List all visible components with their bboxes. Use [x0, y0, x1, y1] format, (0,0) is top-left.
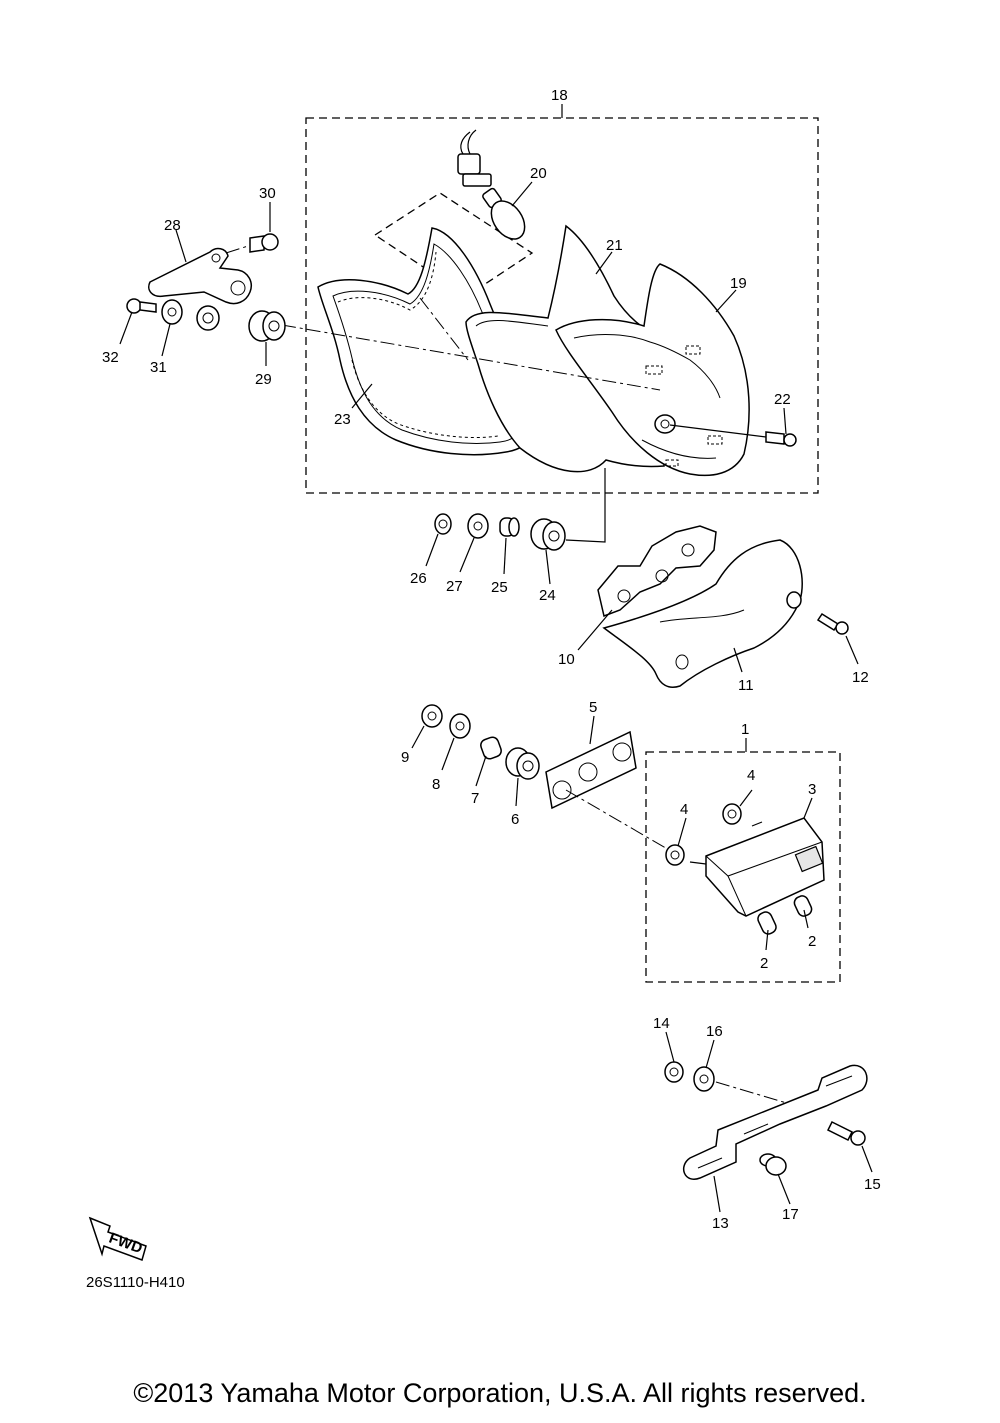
callout-6: 6: [511, 811, 519, 828]
callout-26: 26: [410, 570, 427, 587]
nut-4: [665, 803, 742, 866]
callout-4b: 4: [680, 801, 688, 818]
callout-22: 22: [774, 391, 791, 408]
copyright-notice: ©2013 Yamaha Motor Corporation, U.S.A. A…: [133, 1378, 867, 1408]
callout-15: 15: [864, 1176, 881, 1193]
callout-31: 31: [150, 359, 167, 376]
callout-labels: 1 2 2 3 4 4 5 6 7 8 9 10 11 12 13 14 15 …: [102, 87, 881, 1232]
callout-17: 17: [782, 1206, 799, 1223]
callout-29: 29: [255, 371, 272, 388]
callout-20: 20: [530, 165, 547, 182]
callout-2a: 2: [808, 933, 816, 950]
callout-19: 19: [730, 275, 747, 292]
callout-11: 11: [738, 677, 754, 694]
screw-22: [669, 424, 797, 447]
nut-14: [664, 1061, 684, 1083]
bulb-20: [482, 187, 526, 240]
callout-9: 9: [401, 749, 409, 766]
callout-12: 12: [852, 669, 869, 686]
leader-lines: [119, 181, 873, 1213]
callout-5: 5: [589, 699, 597, 716]
callout-2b: 2: [760, 955, 768, 972]
bolt-30: [225, 233, 279, 254]
callout-1: 1: [741, 721, 749, 738]
bulb-2: [757, 895, 813, 935]
washer-16: [693, 1066, 715, 1092]
fwd-arrow-icon: FWD: [88, 1216, 147, 1261]
washer-31: [161, 299, 183, 325]
plug-17: [759, 1153, 787, 1176]
bracket-28: [148, 247, 252, 305]
grommet-6: [505, 747, 540, 780]
nut-9: [421, 704, 443, 728]
callout-23: 23: [334, 411, 351, 428]
callout-28: 28: [164, 217, 181, 234]
washer-8: [449, 713, 471, 739]
callout-3: 3: [808, 781, 816, 798]
callout-16: 16: [706, 1023, 723, 1040]
callout-13: 13: [712, 1215, 729, 1232]
callout-32: 32: [102, 349, 119, 366]
collar-7: [480, 736, 502, 760]
light-3: [689, 817, 825, 917]
bulb-socket: [457, 129, 492, 187]
callout-27: 27: [446, 578, 463, 595]
assembly-18-box: [305, 117, 819, 494]
screw-12: [816, 612, 849, 635]
callout-18: 18: [551, 87, 568, 104]
callout-8: 8: [432, 776, 440, 793]
callout-21: 21: [606, 237, 623, 254]
grommet-29: [196, 305, 286, 342]
spacer-row-24-27: [434, 468, 606, 551]
callout-7: 7: [471, 790, 479, 807]
callout-24: 24: [539, 587, 556, 604]
callout-14: 14: [653, 1015, 670, 1032]
callout-25: 25: [491, 579, 508, 596]
bracket-13: [682, 1064, 868, 1180]
plate-5: [545, 730, 637, 810]
bolt-15: [826, 1120, 866, 1146]
assembly-1-box: [645, 751, 841, 983]
callout-30: 30: [259, 185, 276, 202]
bracket-10: [597, 525, 717, 618]
bolt-32: [126, 298, 157, 314]
callout-10: 10: [558, 651, 575, 668]
cover-11: [602, 539, 803, 688]
callout-4a: 4: [747, 767, 755, 784]
diagram-code: 26S1110-H410: [86, 1274, 185, 1291]
cover-19: [555, 263, 750, 477]
